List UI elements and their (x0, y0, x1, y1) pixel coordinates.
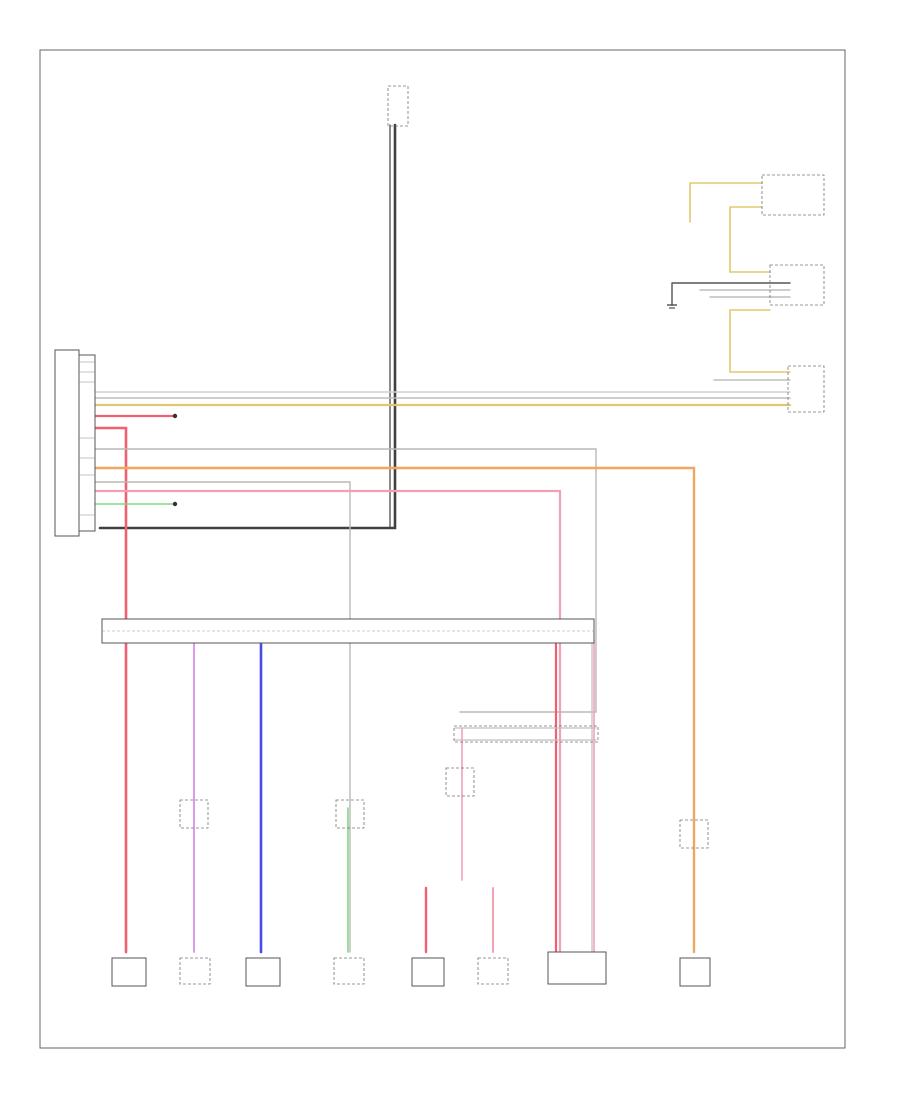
bottom-component-7 (547, 951, 607, 985)
wire-pink-long (93, 489, 562, 954)
switch-center (445, 767, 475, 797)
bottom-component-6 (477, 957, 509, 985)
wires (93, 123, 792, 954)
wire-yellow-tr-1 (689, 182, 763, 223)
splice-green (172, 501, 178, 507)
wire-yellow-tr-3 (729, 309, 791, 373)
splice-red (172, 413, 178, 419)
center-junction (453, 725, 599, 743)
srs-ecu-connector (54, 349, 96, 537)
switch-right (679, 819, 709, 849)
top-connector (387, 85, 409, 127)
junction-connector (101, 618, 595, 644)
front-right-module (787, 365, 825, 413)
wire-gray-mid (94, 481, 351, 953)
switch-mid (335, 799, 365, 829)
bottom-components (111, 951, 711, 987)
wire-black-tr (671, 282, 791, 306)
switch-left (179, 799, 209, 829)
bottom-component-2 (179, 957, 211, 985)
bottom-component-4 (333, 957, 365, 985)
ground-symbol (667, 304, 677, 309)
wire-red-main (93, 426, 128, 954)
bottom-component-5 (411, 957, 445, 987)
wire-white-center (454, 727, 597, 741)
bottom-component-8 (679, 957, 711, 987)
bottom-component-1 (111, 957, 147, 987)
wire-gray-long (94, 448, 597, 713)
wire-orange (93, 466, 696, 954)
wire-yellow-tr-2 (729, 206, 771, 273)
ecu-pin-ticks (79, 361, 95, 516)
diagram-frame (39, 49, 846, 1049)
wire-gray-tr (699, 289, 791, 298)
wire-black-feed (98, 123, 397, 530)
bottom-component-3 (245, 957, 281, 987)
top-right-module (761, 174, 825, 306)
